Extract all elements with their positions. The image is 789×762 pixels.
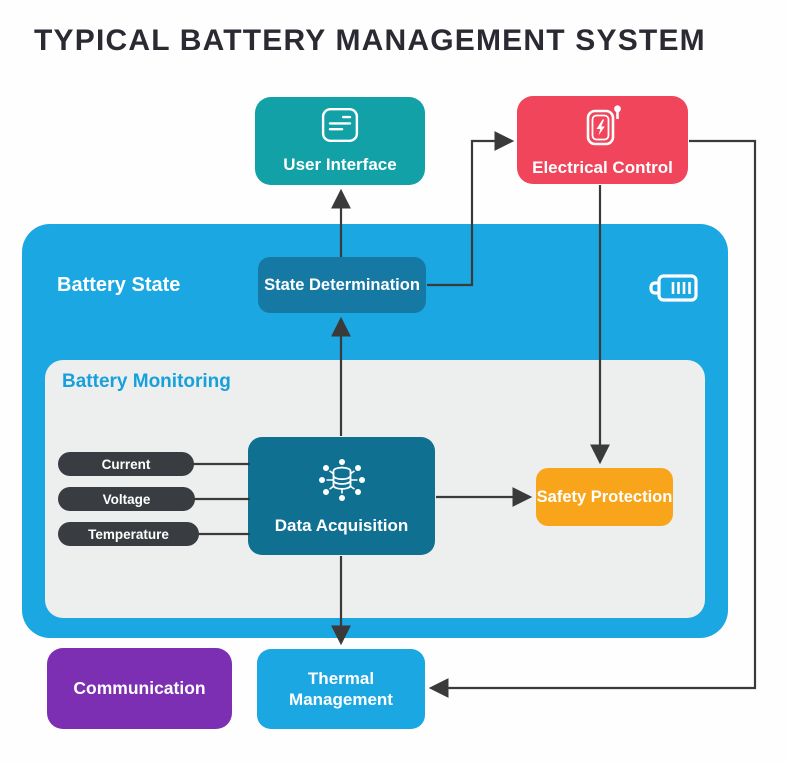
page-title: TYPICAL BATTERY MANAGEMENT SYSTEM bbox=[34, 24, 706, 57]
thermal-management-label: Thermal Management bbox=[289, 668, 393, 709]
battery-monitoring-label: Battery Monitoring bbox=[62, 371, 231, 392]
sensor-pill-current: Current bbox=[58, 452, 194, 476]
electrical-control-node: Electrical Control bbox=[517, 96, 688, 184]
battery-state-label: Battery State bbox=[57, 274, 181, 296]
electrical-control-label: Electrical Control bbox=[532, 157, 673, 177]
user-interface-label: User Interface bbox=[283, 154, 397, 174]
safety-protection-label: Safety Protection bbox=[536, 487, 673, 506]
sensor-pill-voltage: Voltage bbox=[58, 487, 195, 511]
state-determination-label: State Determination bbox=[264, 275, 420, 294]
electric-device-icon bbox=[583, 102, 623, 153]
user-interface-node: User Interface bbox=[255, 97, 425, 185]
sensor-pill-temperature: Temperature bbox=[58, 522, 199, 546]
state-determination-node: State Determination bbox=[258, 257, 426, 313]
safety-protection-node: Safety Protection bbox=[536, 468, 673, 526]
database-network-icon bbox=[314, 456, 370, 509]
data-acquisition-node: Data Acquisition bbox=[248, 437, 435, 555]
communication-label: Communication bbox=[73, 677, 206, 698]
interface-panel-icon bbox=[321, 107, 359, 148]
data-acquisition-label: Data Acquisition bbox=[274, 516, 409, 535]
thermal-management-node: Thermal Management bbox=[257, 649, 425, 729]
battery-icon bbox=[648, 273, 700, 308]
communication-node: Communication bbox=[47, 648, 232, 729]
